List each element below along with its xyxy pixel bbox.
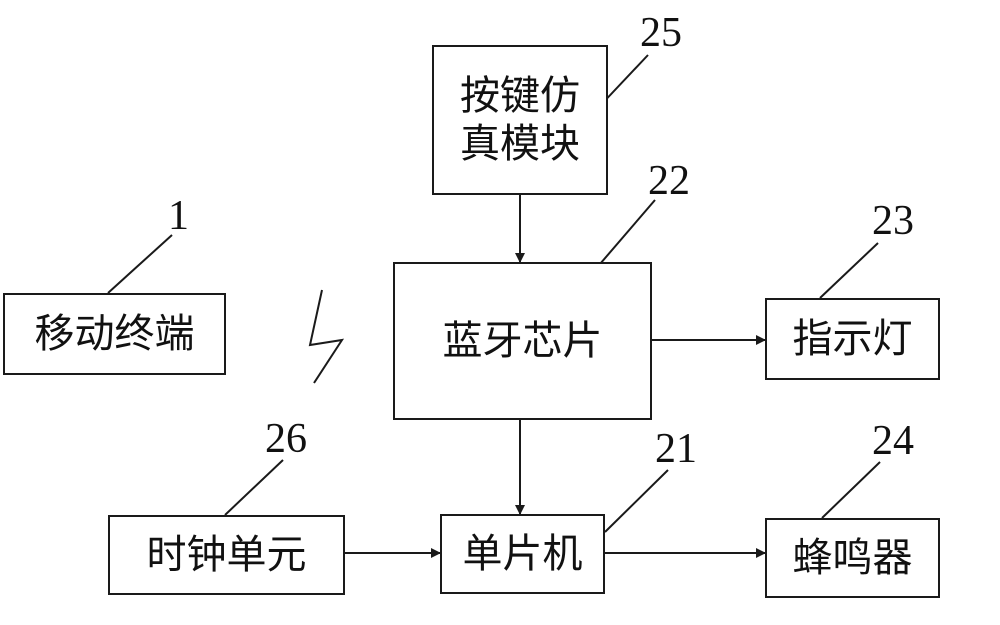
ref-number-22: 22 (648, 158, 690, 204)
key-simulation-module-box: 按键仿 真模块 (432, 45, 608, 195)
ref-number-23: 23 (872, 198, 914, 244)
ref-number-1: 1 (168, 193, 189, 239)
bluetooth-chip-label: 蓝牙芯片 (442, 318, 603, 364)
leader-line-23 (819, 242, 879, 299)
indicator-light-label: 指示灯 (792, 316, 913, 362)
mobile-terminal-box: 移动终端 (3, 293, 226, 375)
key-simulation-module-label-line2: 真模块 (460, 121, 580, 167)
leader-line-24 (821, 461, 881, 519)
leader-line-21 (604, 469, 669, 533)
mcu-box: 单片机 (440, 514, 605, 594)
clock-unit-label: 时钟单元 (146, 532, 307, 578)
ref-number-26: 26 (265, 416, 307, 462)
buzzer-box: 蜂鸣器 (765, 518, 940, 598)
wireless-link-symbol (308, 289, 345, 384)
clock-unit-box: 时钟单元 (108, 515, 345, 595)
leader-line-1 (107, 234, 173, 294)
ref-number-21: 21 (655, 426, 697, 472)
mcu-label: 单片机 (462, 531, 583, 577)
key-simulation-module-label-line1: 按键仿 (460, 73, 580, 119)
buzzer-label: 蜂鸣器 (792, 535, 913, 581)
ref-number-25: 25 (640, 10, 682, 56)
leader-line-22 (599, 199, 656, 265)
ref-number-24: 24 (872, 418, 914, 464)
mobile-terminal-label: 移动终端 (34, 311, 195, 357)
indicator-light-box: 指示灯 (765, 298, 940, 380)
leader-line-26 (224, 459, 284, 516)
bluetooth-chip-box: 蓝牙芯片 (393, 262, 652, 420)
